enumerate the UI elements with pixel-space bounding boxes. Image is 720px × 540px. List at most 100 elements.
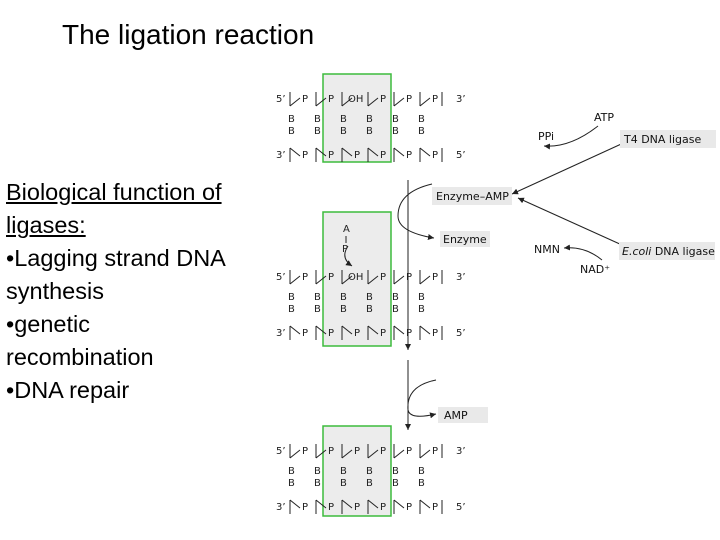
adenosine-glyph: A xyxy=(343,224,350,235)
phosphate-glyph: P xyxy=(354,446,360,457)
backbone-segment xyxy=(419,325,431,335)
backbone-segment xyxy=(289,325,301,335)
phosphate-glyph: P xyxy=(380,272,386,283)
backbone-segment xyxy=(315,449,327,459)
backbone-segment xyxy=(289,449,301,459)
five-prime-end-top: 5’ xyxy=(276,94,286,105)
base-glyph: B xyxy=(366,304,373,315)
phosphate-glyph: P xyxy=(302,94,308,105)
nmn-release-arrow xyxy=(563,244,603,261)
adenylate-group: A P xyxy=(342,224,350,255)
phosphate-glyph: P xyxy=(380,150,386,161)
base-glyph: B xyxy=(288,466,295,477)
dna-duplexes: 5’3’3’5’PBBPPBBPOHBBPPBBPPBBPPBBP5’3’3’5… xyxy=(276,73,466,517)
backbone-segment xyxy=(367,275,379,285)
backbone-segment xyxy=(341,147,353,157)
ligated-product-nick-highlight xyxy=(322,425,392,517)
base-glyph: B xyxy=(288,478,295,489)
base-glyph: B xyxy=(418,292,425,303)
t4-dna-ligase-label: T4 DNA ligase xyxy=(623,133,702,146)
amp-phosphate-glyph: P xyxy=(342,244,348,255)
three-prime-end-bottom: 3’ xyxy=(276,328,286,339)
ecoli-to-enzyme-amp-arrow xyxy=(517,197,623,246)
base-glyph: B xyxy=(392,126,399,137)
backbone-segment xyxy=(393,97,405,107)
backbone-segment xyxy=(367,325,379,335)
phosphate-glyph: P xyxy=(432,272,438,283)
base-glyph: B xyxy=(340,478,347,489)
biological-function-list: Biological function of ligases: •Lagging… xyxy=(6,176,274,407)
phosphate-glyph: P xyxy=(328,328,334,339)
phosphate-glyph: P xyxy=(406,328,412,339)
backbone-segment xyxy=(393,449,405,459)
base-glyph: B xyxy=(366,478,373,489)
base-glyph: B xyxy=(340,126,347,137)
phosphate-glyph: P xyxy=(354,150,360,161)
enzyme-amp-to-dna-arrow xyxy=(397,183,435,240)
enzyme-label: Enzyme xyxy=(443,233,487,246)
base-glyph: B xyxy=(314,466,321,477)
enzyme-amp-label: Enzyme–AMP xyxy=(436,190,509,203)
ppi-label: PPi xyxy=(538,130,554,143)
backbone-segment xyxy=(419,147,431,157)
phosphate-glyph: P xyxy=(328,150,334,161)
phosphate-glyph: P xyxy=(406,502,412,513)
base-glyph: B xyxy=(340,466,347,477)
reaction-arrows xyxy=(344,125,631,430)
three-prime-end-top: 3’ xyxy=(456,272,466,283)
phosphate-glyph: P xyxy=(302,502,308,513)
backbone-segment xyxy=(289,147,301,157)
base-glyph: B xyxy=(392,304,399,315)
bio-item-synthesis: synthesis xyxy=(6,278,104,304)
base-glyph: B xyxy=(314,126,321,137)
base-glyph: B xyxy=(288,126,295,137)
backbone-segment xyxy=(341,325,353,335)
phosphate-glyph: P xyxy=(432,446,438,457)
phosphate-glyph: P xyxy=(380,328,386,339)
backbone-segment xyxy=(315,97,327,107)
backbone-segment xyxy=(393,275,405,285)
phosphate-glyph: P xyxy=(328,94,334,105)
bio-item-genetic: •genetic xyxy=(6,311,91,337)
base-glyph: B xyxy=(418,114,425,125)
backbone-segment xyxy=(367,449,379,459)
bio-item-recombination: recombination xyxy=(6,344,154,370)
phosphate-glyph: P xyxy=(354,502,360,513)
bio-item-dna-repair: •DNA repair xyxy=(6,377,130,403)
five-prime-end-bottom: 5’ xyxy=(456,150,466,161)
backbone-segment xyxy=(367,147,379,157)
ppi-release-arrow xyxy=(543,125,599,150)
nad-label: NAD⁺ xyxy=(580,263,610,276)
backbone-segment xyxy=(315,325,327,335)
base-glyph: B xyxy=(314,478,321,489)
hydroxyl-glyph: OH xyxy=(348,94,363,105)
phosphate-glyph: P xyxy=(302,272,308,283)
backbone-segment xyxy=(367,499,379,509)
backbone-segment xyxy=(341,97,353,107)
backbone-segment xyxy=(393,499,405,509)
three-prime-end-bottom: 3’ xyxy=(276,502,286,513)
reaction-labels: ATP PPi T4 DNA ligase Enzyme–AMP Enzyme … xyxy=(432,111,716,423)
amp-attack-arrow xyxy=(344,245,353,267)
bio-item-lagging-strand: •Lagging strand DNA xyxy=(6,245,226,271)
ecoli-dna-ligase-label: E.coli DNA ligase xyxy=(622,245,715,258)
phosphate-glyph: P xyxy=(380,446,386,457)
base-glyph: B xyxy=(340,304,347,315)
substrate-nick-highlight xyxy=(322,73,392,163)
hydroxyl-glyph: OH xyxy=(348,272,363,283)
base-glyph: B xyxy=(288,114,295,125)
base-glyph: B xyxy=(366,466,373,477)
base-glyph: B xyxy=(418,478,425,489)
phosphate-glyph: P xyxy=(380,502,386,513)
phosphate-glyph: P xyxy=(406,272,412,283)
three-prime-end-top: 3’ xyxy=(456,94,466,105)
five-prime-end-bottom: 5’ xyxy=(456,328,466,339)
bio-heading-line-1: Biological function of xyxy=(6,179,222,205)
backbone-segment xyxy=(419,499,431,509)
base-glyph: B xyxy=(418,466,425,477)
base-glyph: B xyxy=(366,292,373,303)
base-glyph: B xyxy=(340,292,347,303)
five-prime-end-top: 5’ xyxy=(276,446,286,457)
backbone-segment xyxy=(419,449,431,459)
